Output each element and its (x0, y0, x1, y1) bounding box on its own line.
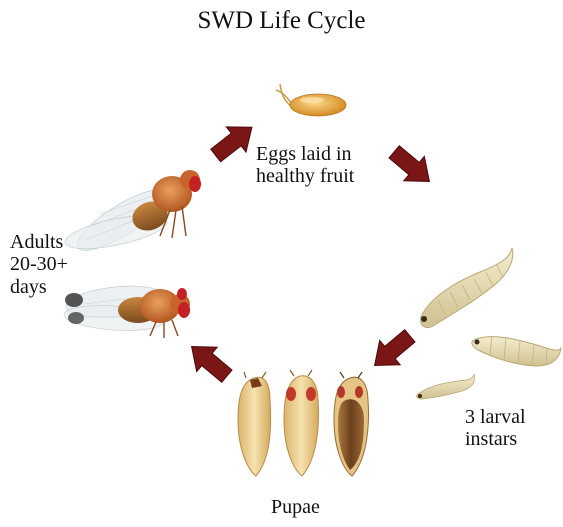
eggs-stage-label: Eggs laid in healthy fruit (256, 143, 354, 188)
fly-lower-icon (63, 282, 190, 338)
larvae-stage-label: 3 larval instars (465, 406, 526, 451)
pupa-eyes-icon (284, 370, 318, 476)
larva-small-icon (417, 374, 475, 399)
pupae-stage-label: Pupae (271, 496, 320, 518)
pupa-icon (238, 372, 271, 476)
arrow-eggs-to-larvae-icon (384, 140, 440, 194)
arrow-larvae-to-pupae-icon (364, 324, 420, 378)
arrow-pupae-to-adults-icon (181, 334, 237, 388)
adults-stage-label: Adults 20-30+ days (10, 231, 68, 298)
arrow-adults-to-eggs-icon (206, 115, 262, 169)
larva-medium-icon (472, 336, 561, 366)
egg-icon (276, 84, 346, 116)
fly-upper-icon (62, 170, 201, 260)
diagram-title: SWD Life Cycle (0, 7, 563, 35)
larva-large-icon (421, 248, 513, 328)
pupa-dark-icon (334, 372, 368, 476)
